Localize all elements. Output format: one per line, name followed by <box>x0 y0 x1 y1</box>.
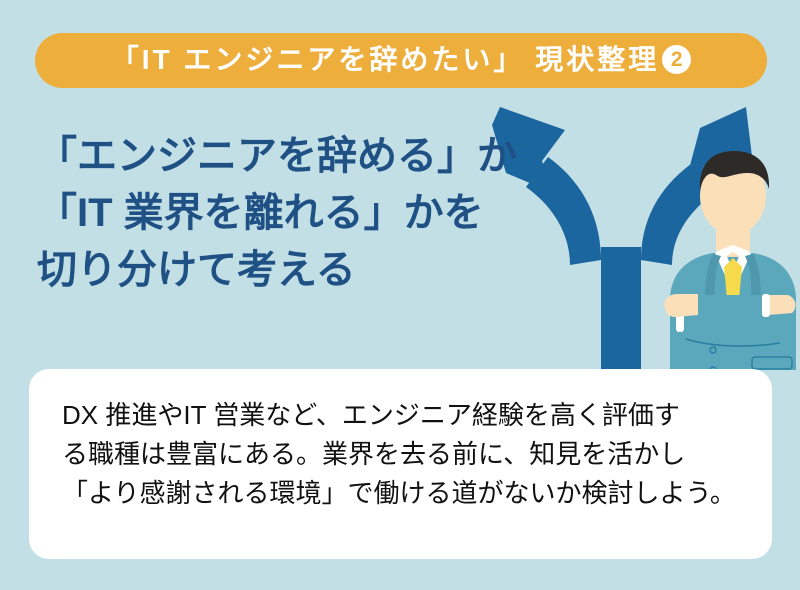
page-title: 「エンジニアを辞める」か 「IT 業界を離れる」かを 切り分けて考える <box>37 128 527 299</box>
step-badge: 2 <box>662 45 692 74</box>
businessman-illustration <box>664 150 796 374</box>
header-title: 「IT エンジニアを辞めたい」 現状整理 2 <box>110 43 692 75</box>
headline-line-2: 「IT 業界を離れる」かを <box>37 191 484 235</box>
description-text: DX 推進やIT 営業など、エンジニア経験を高く評価す る職種は豊富にある。業界… <box>62 396 742 513</box>
body-line-2: る職種は豊富にある。業界を去る前に、知見を活かし <box>62 439 686 469</box>
headline-line-1: 「エンジニアを辞める」か <box>37 134 517 178</box>
illustration <box>470 95 800 380</box>
description-card: DX 推進やIT 営業など、エンジニア経験を高く評価す る職種は豊富にある。業界… <box>29 369 772 559</box>
body-line-1: DX 推進やIT 営業など、エンジニア経験を高く評価す <box>62 400 680 430</box>
header-title-text: 「IT エンジニアを辞めたい」 現状整理 <box>110 43 660 75</box>
body-line-3: 「より感謝される環境」で働ける道がないか検討しよう。 <box>62 478 736 508</box>
headline-line-3: 切り分けて考える <box>37 248 356 292</box>
header-banner: 「IT エンジニアを辞めたい」 現状整理 2 <box>35 33 767 88</box>
